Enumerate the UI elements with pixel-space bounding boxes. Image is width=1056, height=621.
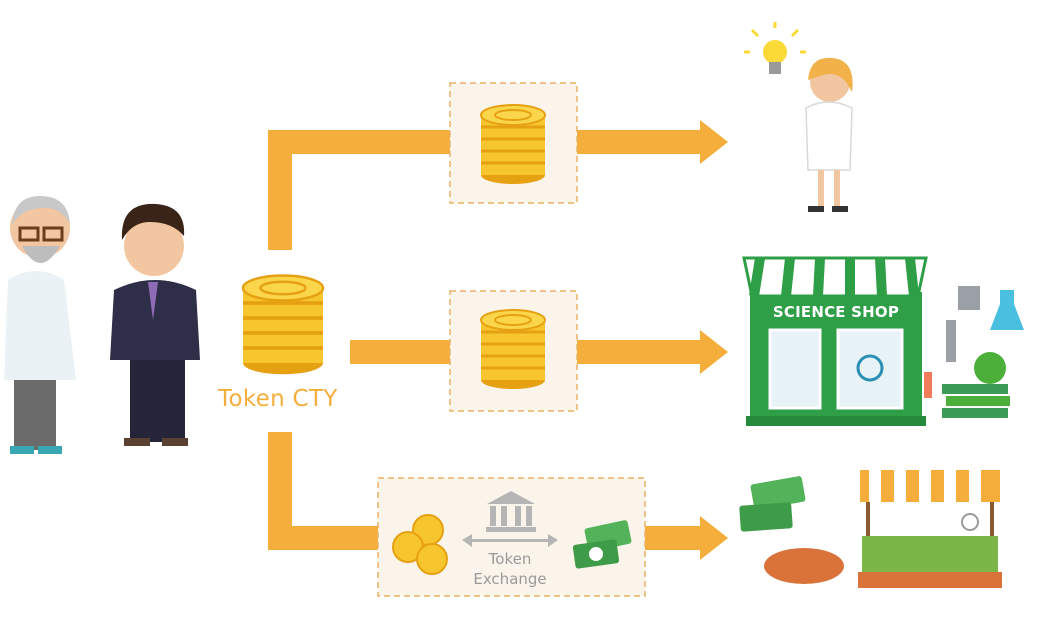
token-exchange-label-line2: Exchange <box>473 570 547 588</box>
cash-icon <box>572 520 632 569</box>
middle-coin-stack-icon <box>479 308 547 391</box>
loose-coins-icon <box>392 514 448 575</box>
bread-icon <box>764 548 844 584</box>
token-cty-label: Token CTY <box>218 386 338 412</box>
exchange-double-arrow-icon <box>462 534 558 547</box>
businessman-figure <box>110 203 200 446</box>
flow-arrows <box>268 120 728 560</box>
token-exchange-label-line1: Token <box>488 550 532 568</box>
bank-icon <box>486 491 536 532</box>
banknotes-icon <box>739 476 806 532</box>
science-shop-building <box>742 256 928 426</box>
science-shop-sign: SCIENCE SHOP <box>772 303 900 321</box>
market-stall <box>858 470 1002 588</box>
top-coin-stack-icon <box>479 103 547 186</box>
researcher-figure <box>805 57 853 212</box>
scientist-figure <box>4 196 76 454</box>
main-coin-stack-icon <box>241 273 325 377</box>
science-props-icon <box>924 286 1024 418</box>
lightbulb-icon <box>744 22 806 74</box>
